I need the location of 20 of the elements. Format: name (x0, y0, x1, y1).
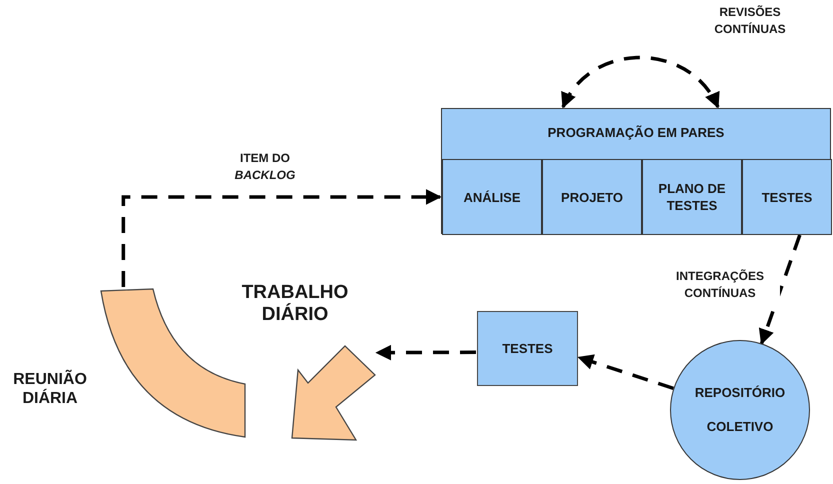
process-box (542, 159, 642, 235)
panel-title: PROGRAMAÇÃO EM PARES (546, 124, 726, 142)
process-panel (441, 108, 831, 234)
process-box (477, 311, 578, 386)
node-label: PROJETO (561, 188, 623, 206)
dashed-arrow (758, 234, 802, 345)
node-label: REPOSITÓRIO COLETIVO (694, 384, 786, 436)
node-label: TESTES (762, 188, 812, 206)
node-label: ANÁLISE (463, 188, 521, 206)
dashed-arrow (375, 344, 476, 360)
process-box (442, 159, 542, 235)
process-box (642, 159, 742, 235)
caption-text: TRABALHO DIÁRIO (240, 282, 350, 326)
dashed-arrow (562, 56, 720, 108)
dashed-arrow (122, 189, 442, 287)
process-box (742, 159, 832, 235)
node-label: PLANO DE TESTES (657, 180, 727, 214)
dashed-arrow (578, 354, 674, 390)
node-label: TESTES (502, 340, 553, 357)
caption-text: REUNIÃO DIÁRIA (12, 370, 88, 408)
